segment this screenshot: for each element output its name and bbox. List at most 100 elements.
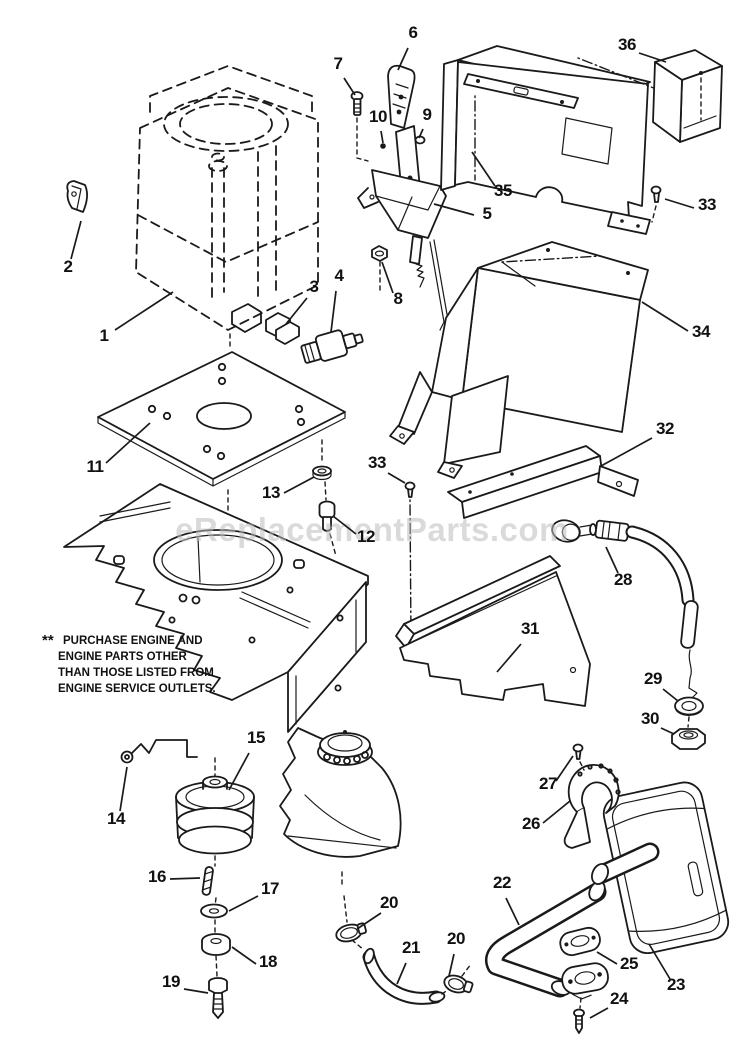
note-line-1: PURCHASE ENGINE AND: [63, 635, 203, 647]
part-grommet-29: [674, 696, 704, 728]
callout-leader-29: [662, 688, 679, 702]
callout-label-2: 2: [64, 257, 73, 276]
part-nut-30: [671, 728, 706, 750]
callout-leader-16: [169, 877, 201, 880]
callout-leader-35: [471, 151, 496, 187]
part-clip: [66, 180, 88, 213]
callout-label-10: 10: [369, 107, 387, 126]
callout-leader-17: [228, 895, 259, 912]
callout-label-1: 1: [100, 326, 109, 345]
part-engine: [135, 65, 319, 351]
callout-label-11: 11: [87, 457, 104, 476]
callout-label-34: 34: [692, 322, 711, 341]
callout-label-33: 33: [368, 453, 386, 472]
part-bolt-7: [350, 91, 369, 162]
callouts-layer: 1234567891011121314151617181920202122232…: [64, 23, 716, 1019]
part-muffler: [591, 781, 730, 954]
callout-label-31: 31: [521, 619, 539, 638]
part-clamp-20a: [335, 922, 367, 943]
watermark: eReplacementParts.com: [175, 511, 569, 548]
part-screw-24: [573, 997, 585, 1034]
part-spacer-18: [201, 933, 231, 977]
callout-leader-24: [589, 1007, 609, 1019]
callout-label-4: 4: [335, 266, 345, 285]
callout-label-22: 22: [493, 873, 511, 892]
frame-weldment: [63, 483, 369, 733]
part-bolt-19: [208, 977, 228, 1019]
callout-leader-31: [496, 643, 522, 673]
callout-leader-6: [397, 47, 409, 71]
part-pulley: [175, 757, 255, 867]
callout-label-26: 26: [522, 814, 540, 833]
callout-leader-14: [119, 766, 128, 812]
callout-label-23: 23: [667, 975, 685, 994]
engine-parts-note: ** PURCHASE ENGINE AND ENGINE PARTS OTHE…: [42, 632, 216, 695]
part-screw-33-mid: [404, 481, 416, 641]
part-washer-17: [200, 897, 228, 935]
part-console-cover: [389, 241, 649, 479]
part-elbow-fitting: [265, 312, 300, 345]
callout-label-30: 30: [641, 709, 659, 728]
part-exhaust-pipe: [485, 880, 607, 998]
callout-label-25: 25: [620, 954, 638, 973]
callout-leader-5: [433, 203, 475, 216]
part-flange-25b: [561, 962, 609, 1000]
callout-label-8: 8: [394, 289, 403, 308]
callout-leader-30: [660, 727, 675, 735]
part-cover-box: [577, 49, 723, 143]
callout-leader-32: [600, 437, 653, 467]
callout-leader-8: [381, 261, 394, 294]
callout-label-21: 21: [402, 938, 420, 957]
callout-label-5: 5: [483, 204, 492, 223]
callout-label-16: 16: [148, 867, 166, 886]
callout-label-7: 7: [334, 54, 343, 73]
callout-leader-3: [285, 297, 308, 325]
callout-label-32: 32: [656, 419, 674, 438]
callout-leader-15: [228, 752, 250, 791]
part-channel-bracket: [447, 445, 639, 519]
part-screw-27: [572, 743, 585, 771]
callout-label-20: 20: [447, 929, 465, 948]
callout-leader-4: [330, 290, 337, 333]
callout-label-24: 24: [610, 989, 629, 1008]
callout-label-14: 14: [107, 809, 126, 828]
part-throttle-cable: [551, 519, 699, 700]
callout-leader-12: [332, 515, 357, 535]
callout-label-6: 6: [409, 23, 418, 42]
part-flange-nut-13: [312, 439, 332, 481]
callout-leader-21: [396, 962, 407, 985]
note-line-2: ENGINE PARTS OTHER: [58, 651, 188, 663]
callout-leader-19: [183, 988, 209, 994]
note-line-4: ENGINE SERVICE OUTLETS.: [58, 683, 216, 695]
callout-label-18: 18: [259, 952, 277, 971]
callout-leader-11: [105, 422, 151, 464]
callout-leader-10: [380, 130, 384, 144]
callout-label-9: 9: [423, 105, 432, 124]
callout-label-33: 33: [698, 195, 716, 214]
callout-leader-2: [70, 220, 82, 260]
part-washer-10: [380, 143, 386, 149]
part-shoulder-bolt-12: [318, 481, 337, 557]
note-line-3: THAN THOSE LISTED FROM: [58, 667, 214, 679]
part-grip: [387, 64, 416, 129]
callout-leader-36: [638, 52, 667, 63]
part-screw-33-top: [650, 185, 662, 223]
callout-leader-20: [448, 953, 455, 977]
callout-leader-22: [505, 897, 520, 926]
note-asterisks: **: [42, 632, 54, 649]
callout-leader-18: [231, 946, 257, 965]
callout-leader-20: [356, 912, 382, 930]
callout-label-15: 15: [247, 728, 265, 747]
part-rear-panel: [440, 45, 651, 235]
callout-leader-1: [114, 291, 174, 331]
callout-label-12: 12: [357, 527, 375, 546]
callout-label-27: 27: [539, 774, 557, 793]
callout-leader-33: [387, 472, 406, 484]
callout-label-29: 29: [644, 669, 662, 688]
part-shield-bracket-26: [563, 763, 621, 849]
blower-housing-fragment: [279, 727, 402, 858]
part-control-bracket-assembly: [350, 64, 449, 331]
part-tray: [395, 555, 591, 707]
